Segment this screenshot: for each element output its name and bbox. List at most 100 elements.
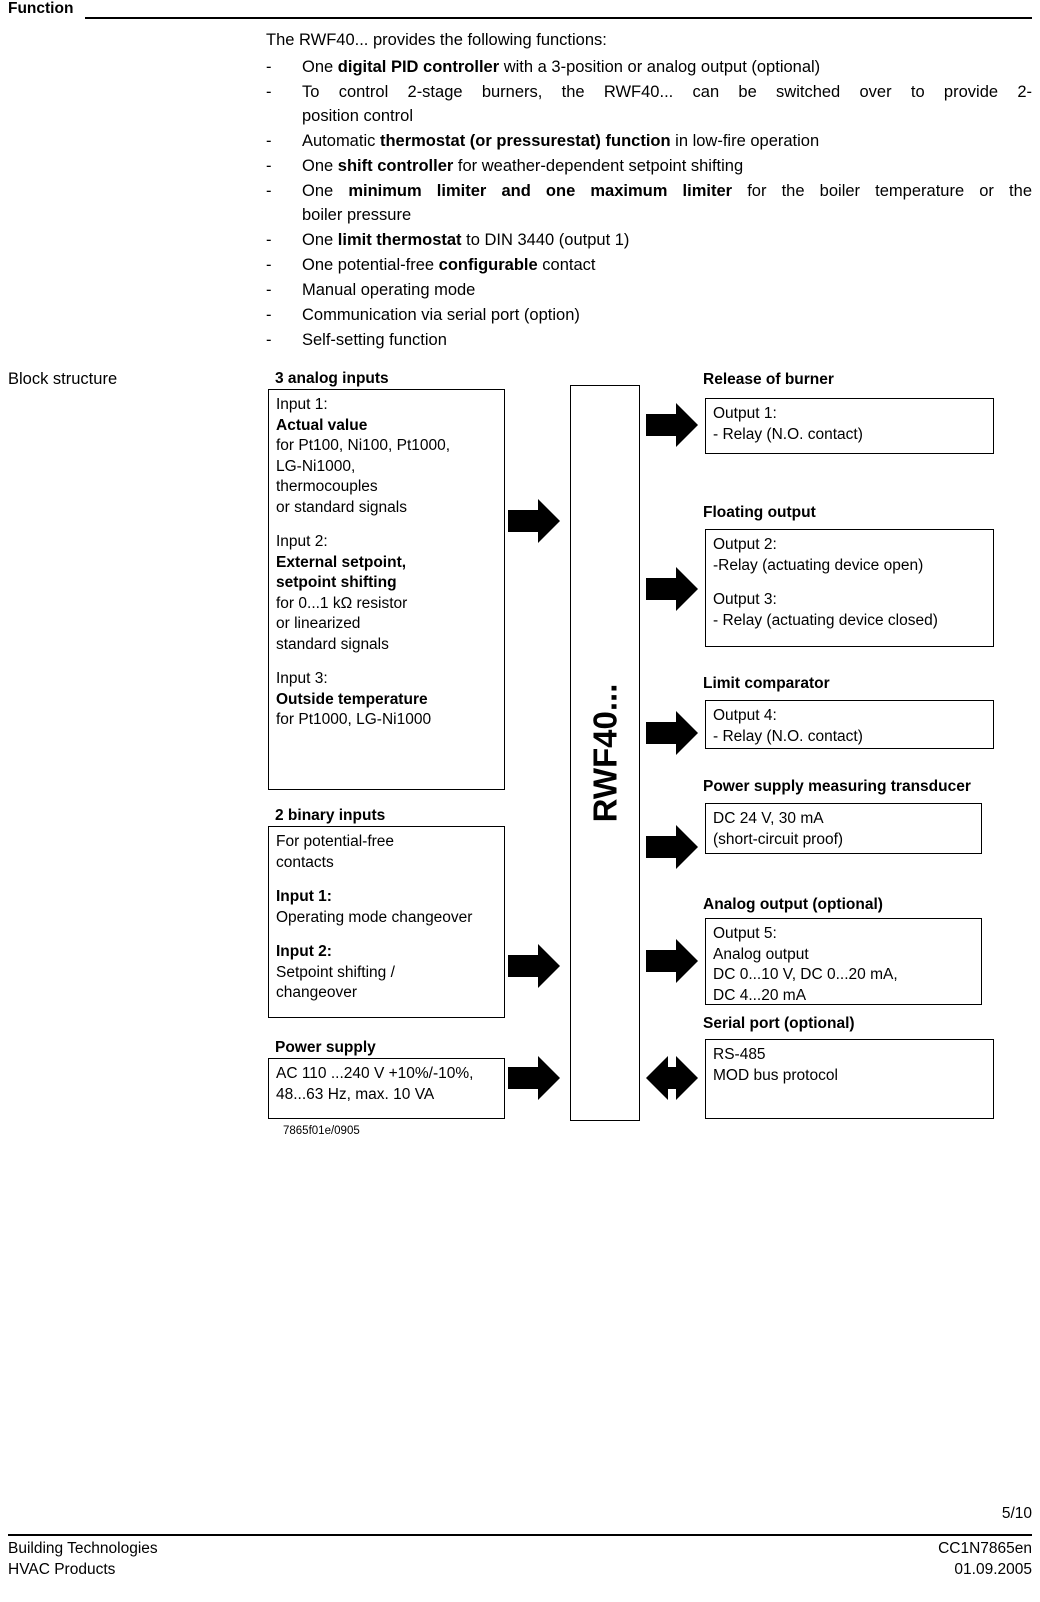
list-bullet: - — [266, 256, 272, 274]
box-line: Setpoint shifting / — [276, 963, 395, 981]
header-divider — [85, 17, 1032, 19]
box-line: Output 3: — [713, 591, 777, 608]
function-list-item: - One shift controller for weather-depend… — [266, 154, 1032, 178]
function-list-item: - One minimum limiter and one maximum lim… — [266, 179, 1032, 227]
list-bullet: - — [266, 182, 272, 200]
spacer — [276, 655, 497, 669]
release-of-burner-box: Output 1:- Relay (N.O. contact) — [705, 398, 994, 454]
binary-inputs-header: 2 binary inputs — [275, 807, 386, 824]
box-line: for Pt100, Ni100, Pt1000, — [276, 437, 451, 454]
box-line: External setpoint, — [276, 553, 407, 571]
box-line: Input 2: — [276, 533, 328, 550]
box-line: Input 2: — [276, 943, 332, 960]
serial-port-header: Serial port (optional) — [703, 1015, 855, 1032]
device-block-label: RWF40... — [570, 385, 640, 1121]
box-line: setpoint shifting — [276, 574, 397, 591]
function-list-item: - Self-setting function — [266, 328, 1032, 352]
box-line: (short-circuit proof) — [713, 830, 844, 848]
spacer — [276, 518, 497, 532]
box-line: RS-485 — [713, 1046, 766, 1063]
function-list-item: -One potential-free configurable contact — [266, 253, 1032, 277]
spacer — [713, 576, 986, 590]
box-line: DC 0...10 V, DC 0...20 mA, — [713, 966, 898, 983]
page-number: 5/10 — [1001, 1505, 1032, 1522]
function-list-item-text: One shift controller for weather-depende… — [302, 157, 744, 175]
power-supply-box: AC 110 ...240 V +10%/-10%, 48...63 Hz, ma… — [268, 1058, 505, 1119]
function-list-item: - Manual operating mode — [266, 278, 1032, 302]
box-line: -Relay (actuating device open) — [713, 556, 924, 574]
box-line: Output 1: — [713, 405, 777, 422]
spacer — [276, 873, 497, 887]
list-bullet: - — [266, 281, 272, 299]
intro-text: The RWF40... provides the following func… — [266, 31, 607, 49]
box-line: thermocouples — [276, 478, 378, 495]
block-structure-label: Block structure — [8, 370, 118, 388]
box-line: Input 1: — [276, 396, 328, 413]
device-block — [570, 385, 640, 1121]
list-bullet: - — [266, 306, 272, 324]
footer-left-line2: HVAC Products — [8, 1561, 116, 1578]
box-line: Output 4: — [713, 707, 777, 724]
box-line: Input 3: — [276, 670, 328, 687]
analog-output-header: Analog output (optional) — [703, 896, 883, 913]
box-line: AC 110 ...240 V +10%/-10%, — [276, 1065, 474, 1082]
measuring-transducer-box: DC 24 V, 30 mA(short-circuit proof) — [705, 803, 982, 854]
box-line: Operating mode changeover — [276, 908, 473, 926]
function-list-item-text: Self-setting function — [302, 331, 447, 349]
box-line: For potential-free — [276, 833, 395, 850]
measuring-transducer-header: Power supply measuring transducer — [703, 778, 971, 795]
box-line: for 0...1 kΩ resistor — [276, 594, 408, 612]
function-list-item: - One limit thermostat to DIN 3440 (outpu… — [266, 228, 1032, 252]
function-list-item-text: One minimum limiter and one maximum limi… — [302, 182, 1032, 224]
box-line: Input 1: — [276, 888, 332, 905]
function-list-item: - One digital PID controller with a 3-pos… — [266, 55, 1032, 79]
box-line: Analog output — [713, 945, 809, 963]
limit-comparator-header: Limit comparator — [703, 675, 830, 692]
footer-right-line1: CC1N7865en — [938, 1540, 1032, 1557]
list-bullet: - — [266, 132, 272, 150]
list-bullet: - — [266, 157, 272, 175]
box-line: 48...63 Hz, max. 10 VA — [276, 1085, 435, 1103]
function-list-item-text: To control 2-stage burners, the RWF40...… — [302, 83, 1032, 125]
box-line: standard signals — [276, 635, 389, 653]
floating-output-header: Floating output — [703, 504, 816, 521]
function-list-item-text: Automatic thermostat (or pressurestat) f… — [302, 132, 820, 150]
list-bullet: - — [266, 331, 272, 349]
list-bullet: - — [266, 58, 272, 76]
figure-id: 7865f01e/0905 — [283, 1125, 360, 1137]
function-list-item-text: Communication via serial port (option) — [302, 306, 580, 324]
box-line: - Relay (N.O. contact) — [713, 727, 863, 745]
box-line: or standard signals — [276, 498, 407, 516]
box-line: or linearized — [276, 615, 361, 632]
function-list-item: - Communication via serial port (option) — [266, 303, 1032, 327]
function-list: - One digital PID controller with a 3-pos… — [266, 55, 1032, 353]
function-list-item: - Automatic thermostat (or pressurestat) … — [266, 129, 1032, 153]
box-line: Output 5: — [713, 925, 777, 942]
footer-left-line1: Building Technologies — [8, 1540, 158, 1557]
spacer — [276, 928, 497, 942]
release-of-burner-header: Release of burner — [703, 371, 834, 388]
device-name: RWF40... — [586, 683, 624, 823]
box-line: MOD bus protocol — [713, 1066, 838, 1084]
box-line: contacts — [276, 853, 334, 871]
analog-output-box: Output 5: Analog output DC 0...10 V, DC 0.… — [705, 918, 982, 1005]
box-line: LG-Ni1000, — [276, 457, 356, 475]
box-line: Output 2: — [713, 536, 777, 553]
power-supply-header: Power supply — [275, 1039, 376, 1056]
box-line: - Relay (actuating device closed) — [713, 611, 938, 629]
function-list-item-text: One digital PID controller with a 3-posi… — [302, 58, 821, 76]
function-list-item: - To control 2-stage burners, the RWF40..… — [266, 80, 1032, 128]
function-list-item-text: Manual operating mode — [302, 281, 476, 299]
box-line: changeover — [276, 984, 358, 1001]
box-line: for Pt1000, LG-Ni1000 — [276, 711, 432, 728]
floating-output-box: Output 2: -Relay (actuating device open) O… — [705, 529, 994, 647]
function-list-item-text: One limit thermostat to DIN 3440 (output… — [302, 231, 630, 249]
list-bullet: - — [266, 231, 272, 249]
box-line: DC 4...20 mA — [713, 986, 807, 1004]
list-bullet: - — [266, 83, 272, 101]
section-title: Function — [8, 0, 74, 17]
